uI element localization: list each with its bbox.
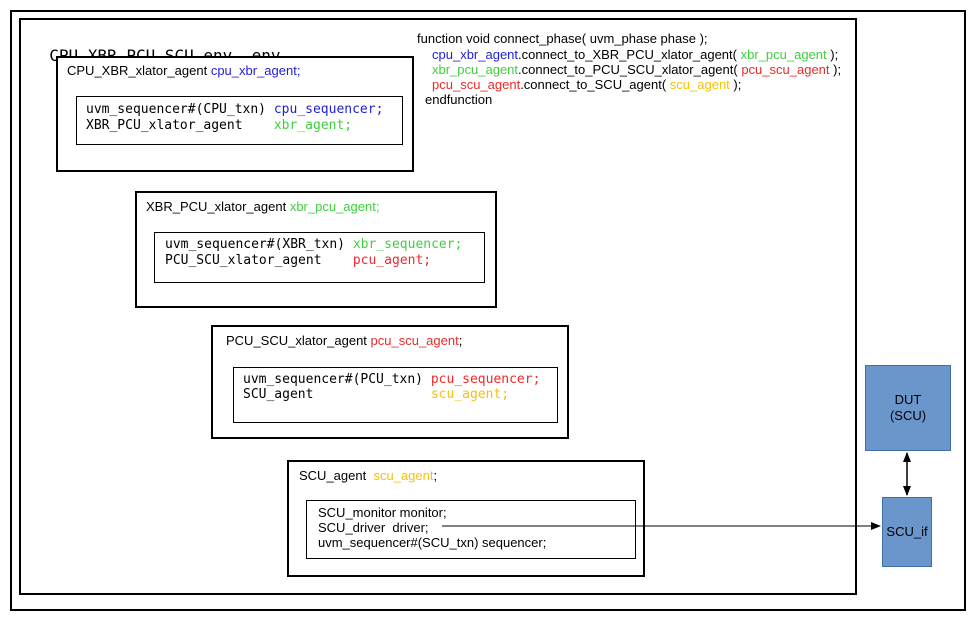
code-line-3: xbr_pcu_agent.connect_to_PCU_SCU_xlator_… (432, 62, 841, 78)
code-xbr-pcu-agent-arg: xbr_pcu_agent (740, 47, 827, 62)
pcu-scu-agent-members: uvm_sequencer#(PCU_txn) pcu_sequencer; S… (233, 367, 558, 423)
dut-block: DUT (SCU) (865, 365, 951, 451)
scu-agent-decl: SCU_agent (243, 387, 314, 402)
cpu-xbr-agent-members: uvm_sequencer#(CPU_txn) cpu_sequencer; X… (76, 96, 403, 145)
xbr-agent-decl: XBR_PCU_xlator_agent (86, 118, 243, 133)
pcu-agent-decl: PCU_SCU_xlator_agent (165, 253, 322, 268)
code-line4-end: ); (729, 77, 742, 92)
cpu-xbr-agent-type: CPU_XBR_xlator_agent (67, 63, 208, 78)
cpu-xbr-agent-box: CPU_XBR_xlator_agent cpu_xbr_agent; uvm_… (56, 56, 414, 172)
pcu-scu-agent-title: PCU_SCU_xlator_agent pcu_scu_agent; (226, 333, 462, 349)
pcu-scu-agent-semicolon: ; (458, 333, 463, 348)
pcu-agent-name: pcu_agent; (352, 253, 432, 268)
code-line-1: function void connect_phase( uvm_phase p… (417, 31, 708, 46)
xbr-sequencer-decl: uvm_sequencer#(XBR_txn) (165, 237, 346, 252)
code-line-5: endfunction (425, 92, 493, 107)
code-pcu-scu-agent: pcu_scu_agent (432, 77, 521, 92)
pcu-scu-agent-type: PCU_SCU_xlator_agent (226, 333, 367, 348)
cpu-sequencer-row: uvm_sequencer#(CPU_txn) cpu_sequencer; (86, 102, 383, 118)
scu-sequencer-row: uvm_sequencer#(SCU_txn) sequencer; (318, 535, 547, 550)
scu-agent-members: SCU_monitor monitor; SCU_driver driver; … (306, 500, 636, 559)
xbr-agent-row: XBR_PCU_xlator_agent xbr_agent; (86, 118, 352, 134)
scu-if-block: SCU_if (882, 497, 932, 567)
code-xbr-pcu-agent: xbr_pcu_agent (432, 62, 519, 77)
code-line2-end: ); (826, 47, 839, 62)
scu-monitor-row: SCU_monitor monitor; (318, 505, 447, 520)
code-connect-xbr-pcu: .connect_to_XBR_PCU_xlator_agent( (518, 47, 737, 62)
xbr-sequencer-name: xbr_sequencer; (352, 237, 463, 252)
code-line-4: pcu_scu_agent.connect_to_SCU_agent( scu_… (432, 77, 741, 93)
scu-agent-type: SCU_agent (299, 468, 367, 483)
xbr-sequencer-row: uvm_sequencer#(XBR_txn) xbr_sequencer; (165, 237, 462, 253)
scu-agent-instance: scu_agent (373, 468, 434, 483)
xbr-pcu-agent-members: uvm_sequencer#(XBR_txn) xbr_sequencer; P… (154, 232, 485, 283)
cpu-sequencer-decl: uvm_sequencer#(CPU_txn) (86, 102, 267, 117)
pcu-sequencer-decl: uvm_sequencer#(PCU_txn) (243, 372, 424, 387)
pcu-scu-agent-name: pcu_scu_agent (370, 333, 459, 348)
scu-agent-box: SCU_agent scu_agent; SCU_monitor monitor… (287, 460, 645, 577)
cpu-xbr-agent-title: CPU_XBR_xlator_agent cpu_xbr_agent; (67, 63, 300, 79)
scu-agent-title: SCU_agent scu_agent; (299, 468, 437, 484)
xbr-pcu-agent-title: XBR_PCU_xlator_agent xbr_pcu_agent; (146, 199, 379, 215)
scu-if-label: SCU_if (886, 524, 928, 539)
xbr-agent-name: xbr_agent; (273, 118, 353, 133)
cpu-sequencer-name: cpu_sequencer; (273, 102, 384, 117)
pcu-scu-agent-box: PCU_SCU_xlator_agent pcu_scu_agent; uvm_… (211, 325, 569, 439)
pcu-sequencer-name: pcu_sequencer; (430, 372, 541, 387)
pcu-sequencer-row: uvm_sequencer#(PCU_txn) pcu_sequencer; (243, 372, 540, 388)
xbr-pcu-agent-name: xbr_pcu_agent; (289, 199, 380, 214)
dut-label: DUT (894, 392, 922, 407)
code-scu-agent-arg: scu_agent (669, 77, 730, 92)
code-line-2: cpu_xbr_agent.connect_to_XBR_PCU_xlator_… (432, 47, 838, 63)
code-cpu-xbr-agent: cpu_xbr_agent (432, 47, 519, 62)
code-pcu-scu-agent-arg: pcu_scu_agent (741, 62, 830, 77)
xbr-pcu-agent-type: XBR_PCU_xlator_agent (146, 199, 287, 214)
code-connect-pcu-scu: .connect_to_PCU_SCU_xlator_agent( (518, 62, 738, 77)
scu-agent-semicolon: ; (433, 468, 438, 483)
dut-sublabel: (SCU) (889, 408, 927, 423)
scu-driver-row: SCU_driver driver; (318, 520, 429, 535)
cpu-xbr-agent-name: cpu_xbr_agent; (210, 63, 301, 78)
pcu-agent-row: PCU_SCU_xlator_agent pcu_agent; (165, 253, 431, 269)
scu-agent-row: SCU_agent scu_agent; (243, 387, 509, 403)
xbr-pcu-agent-box: XBR_PCU_xlator_agent xbr_pcu_agent; uvm_… (135, 191, 497, 308)
code-connect-scu: .connect_to_SCU_agent( (520, 77, 667, 92)
code-line3-end: ); (829, 62, 842, 77)
scu-agent-name: scu_agent; (430, 387, 510, 402)
